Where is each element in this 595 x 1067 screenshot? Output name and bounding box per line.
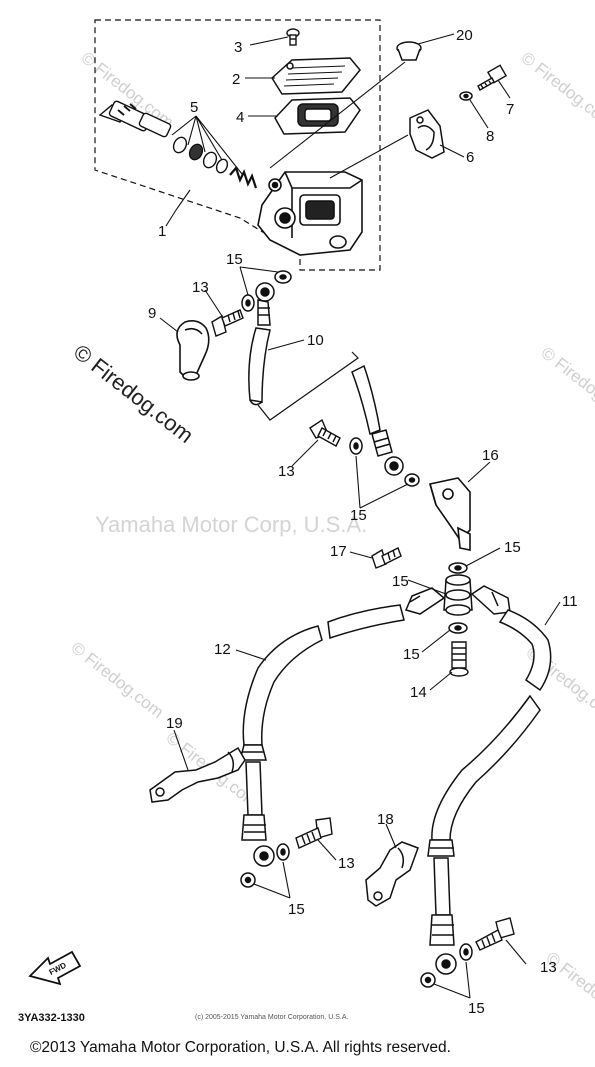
clamp-19[interactable]	[149, 746, 246, 803]
callout-15-top: 15	[226, 251, 243, 268]
callout-13-middle: 13	[278, 463, 295, 480]
washers-15-upper[interactable]	[241, 270, 292, 312]
callout-12: 12	[214, 641, 231, 658]
callout-20: 20	[456, 27, 473, 44]
union-bolt-13-left-lower[interactable]	[295, 817, 333, 849]
bolt-17[interactable]	[371, 547, 402, 569]
union-bolt-13-right-lower[interactable]	[475, 917, 515, 951]
callout-13-left-lower: 13	[338, 855, 355, 872]
brake-hose-11[interactable]	[427, 585, 552, 975]
brake-hose-10-lower[interactable]	[351, 364, 404, 476]
union-bolt-14[interactable]	[449, 641, 469, 677]
union-bolt-13-upper[interactable]	[211, 309, 244, 337]
watermark-diagonal-4: © Firedog.com	[68, 638, 168, 722]
callout-15-right-lower: 15	[468, 1000, 485, 1017]
part-code: 3YA332-1330	[18, 1012, 85, 1024]
brake-hose-10[interactable]	[248, 282, 275, 406]
leader-lines	[159, 33, 561, 999]
watermark-diagonal-3: © Firedog.com	[538, 343, 595, 427]
callout-19: 19	[166, 715, 183, 732]
watermark-diagonal-main: © Firedog.com	[69, 339, 198, 448]
callout-15-stack-bottom: 15	[403, 646, 420, 663]
callout-2: 2	[232, 71, 240, 88]
callout-5: 5	[190, 99, 198, 116]
clamp-18[interactable]	[365, 841, 419, 907]
footer-copyright: ©2013 Yamaha Motor Corporation, U.S.A. A…	[30, 1039, 451, 1056]
watermark-diagonal-2: © Firedog.com	[518, 48, 595, 132]
diaphragm-4[interactable]	[274, 97, 361, 135]
cover-9[interactable]	[176, 320, 210, 381]
callout-17: 17	[330, 543, 347, 560]
callout-18: 18	[377, 811, 394, 828]
callout-13-upper: 13	[192, 279, 209, 296]
joint-16[interactable]	[428, 477, 471, 551]
cap-screw-3[interactable]	[286, 28, 300, 46]
callout-4: 4	[236, 109, 244, 126]
master-cylinder-body[interactable]	[257, 171, 363, 256]
union-bolt-13-middle[interactable]	[309, 418, 341, 447]
holder-6[interactable]	[409, 109, 445, 159]
washers-15-left-lower[interactable]	[240, 843, 290, 888]
brake-hose-12[interactable]	[239, 587, 446, 867]
callout-9: 9	[148, 305, 156, 322]
washer-stack-15[interactable]	[443, 562, 473, 634]
callout-8: 8	[486, 128, 494, 145]
callout-15-middle: 15	[350, 507, 367, 524]
callout-1: 1	[158, 223, 166, 240]
callout-14: 14	[410, 684, 427, 701]
callout-6: 6	[466, 149, 474, 166]
callout-15-near-16: 15	[504, 539, 521, 556]
callout-10: 10	[307, 332, 324, 349]
washers-15-right-lower[interactable]	[420, 943, 473, 988]
watermark-center: Yamaha Motor Corp, U.S.A.	[95, 512, 367, 537]
callout-3: 3	[234, 39, 242, 56]
assembly-box-dashed	[94, 19, 381, 271]
reservoir-cap-2[interactable]	[271, 57, 361, 95]
bolt-7[interactable]	[477, 64, 508, 91]
callout-7: 7	[506, 101, 514, 118]
callout-11: 11	[562, 593, 578, 610]
washer-8[interactable]	[459, 91, 473, 101]
callout-13-right-lower: 13	[540, 959, 557, 976]
callout-15-stack-top: 15	[392, 573, 409, 590]
callout-15-left-lower: 15	[288, 901, 305, 918]
small-copyright: (c) 2005-2015 Yamaha Motor Corporation, …	[195, 1014, 348, 1021]
piston-kit-5[interactable]	[98, 100, 258, 189]
forward-arrow: FWD	[28, 950, 82, 986]
washers-15-middle[interactable]	[349, 437, 420, 487]
cap-20[interactable]	[396, 41, 422, 61]
callout-labels: 1 2 3 4 5 6 7 8 9 10 11 12 13 13 13 13 1…	[148, 27, 578, 1017]
callout-16: 16	[482, 447, 499, 464]
hose-break-connector	[257, 351, 359, 421]
